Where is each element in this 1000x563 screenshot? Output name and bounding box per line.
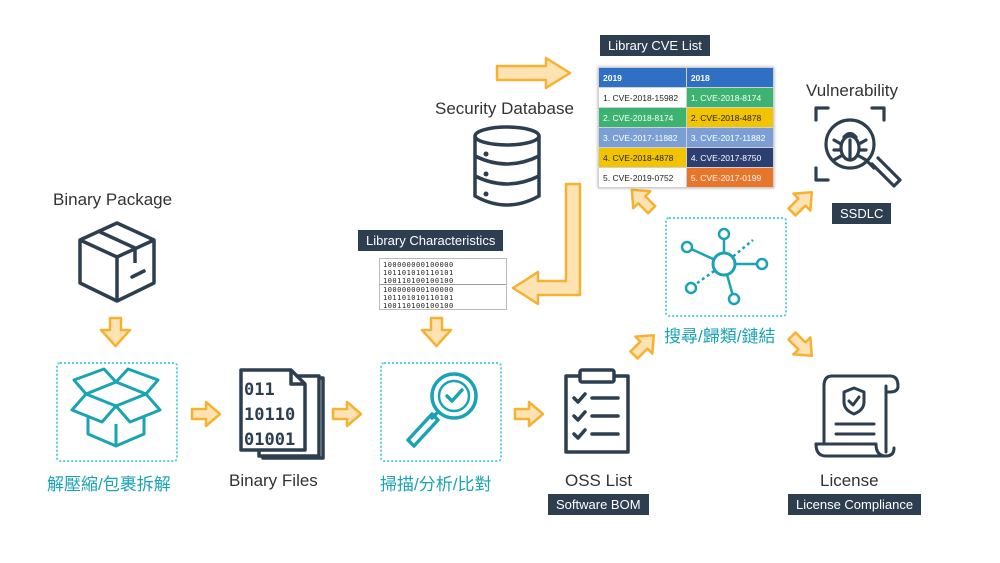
- scan-frame: [380, 362, 502, 462]
- arrow-right-3: [513, 400, 545, 428]
- cve-cell-2018: 1. CVE-2018-8174: [685, 87, 775, 108]
- bit-row: 100110100100100: [383, 302, 454, 310]
- database-icon: [473, 125, 541, 207]
- bit-row: 100000000100000: [383, 261, 454, 269]
- library-characteristics-tag: Library Characteristics: [358, 230, 504, 251]
- arrow-to-cve: [495, 56, 572, 90]
- bit-pattern-panel: 100000000100000 101101010110101 10011010…: [379, 258, 507, 310]
- arrow-down-binary: [99, 316, 132, 348]
- scan-label: 掃描/分析/比對: [380, 475, 492, 494]
- binary-digits-line-2: 10110: [244, 405, 296, 425]
- binary-files-label: Binary Files: [229, 471, 318, 490]
- binary-digits-line-3: 01001: [244, 430, 296, 450]
- ssdlc-tag: SSDLC: [832, 203, 892, 224]
- bit-divider: [380, 284, 506, 285]
- cve-cell-2018: 3. CVE-2017-11882: [685, 127, 775, 148]
- clipboard-checklist-icon: [564, 368, 630, 454]
- license-label: License: [820, 471, 879, 490]
- binary-digits-line-1: 011: [244, 380, 275, 400]
- software-bom-tag: Software BOM: [548, 494, 649, 515]
- bit-pattern-block-2: 100000000100000 101101010110101 10011010…: [383, 286, 454, 310]
- binary-package-label: Binary Package: [53, 190, 173, 209]
- search-link-label: 搜尋/歸類/鏈結: [664, 327, 776, 346]
- cve-cell-2019: 4. CVE-2018-4878: [598, 147, 687, 168]
- security-database-label: Security Database: [435, 99, 574, 118]
- oss-list-label: OSS List: [565, 471, 633, 490]
- bug-magnifier-icon: [814, 106, 902, 188]
- arrow-down-library: [420, 316, 453, 348]
- binary-digits: 011 10110 01001: [244, 378, 295, 453]
- cve-cell-2019: 5. CVE-2019-0752: [598, 167, 687, 188]
- cve-header-2018: 2018: [685, 67, 775, 88]
- binary-file-icon: [239, 368, 325, 460]
- vulnerability-label: Vulnerability: [806, 81, 898, 100]
- cve-header-2019: 2019: [598, 67, 687, 88]
- bit-row: 101101010110101: [383, 269, 454, 277]
- unpack-frame: [56, 362, 178, 462]
- search-link-frame: [665, 217, 787, 317]
- bit-pattern-block-1: 100000000100000 101101010110101 10011010…: [383, 261, 454, 285]
- magnifier-check-icon: [406, 372, 478, 448]
- arrow-right-1: [190, 400, 222, 428]
- cve-cell-2018: 5. CVE-2017-0199: [685, 167, 775, 188]
- cve-cell-2019: 3. CVE-2017-11882: [598, 127, 687, 148]
- bit-row: 100000000100000: [383, 286, 454, 294]
- cve-cell-2018: 2. CVE-2018-4878: [685, 107, 775, 128]
- library-cve-list-tag: Library CVE List: [600, 35, 710, 56]
- license-compliance-tag: License Compliance: [788, 494, 922, 515]
- cve-header-row: 2019 2018: [598, 67, 775, 88]
- unpack-label: 解壓縮/包裹拆解: [47, 475, 171, 494]
- cve-cell-2018: 4. CVE-2017-8750: [685, 147, 775, 168]
- arrow-down-right-license: [782, 326, 822, 366]
- network-graph-icon: [680, 227, 769, 306]
- cve-cell-2019: 2. CVE-2018-8174: [598, 107, 687, 128]
- cve-cell-2019: 1. CVE-2018-15982: [598, 87, 687, 108]
- bit-row: 100110100100100: [383, 277, 454, 285]
- arrow-right-2: [331, 400, 363, 428]
- box-icon: [78, 221, 156, 303]
- license-scroll-icon: [814, 374, 900, 458]
- arrow-up-right-search: [624, 325, 664, 365]
- bit-row: 101101010110101: [383, 294, 454, 302]
- arrow-db-to-library: [511, 182, 582, 306]
- open-box-icon: [70, 367, 162, 448]
